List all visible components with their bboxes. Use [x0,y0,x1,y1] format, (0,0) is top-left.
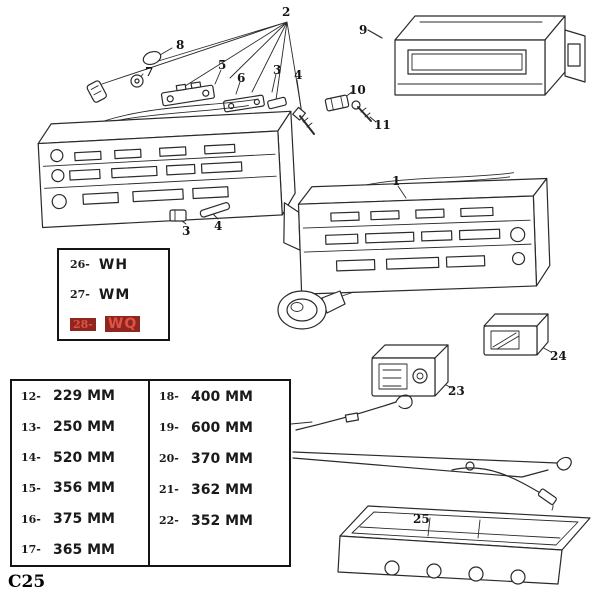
measure-number: 12- [21,389,41,403]
measure-number: 22- [159,514,179,527]
callout-9: 9 [359,23,368,37]
cable-a-drawing [290,394,413,431]
measure-row: 14- 520 MM [12,442,148,473]
measure-number: 13- [21,420,41,434]
code-value-highlighted: WQ [104,316,141,333]
measure-row: 20- 370 MM [150,443,289,474]
callout-3-mid: 3 [182,224,191,238]
clip-part-drawing [86,80,107,103]
measure-value: 370 MM [191,450,253,467]
measure-value: 365 MM [53,541,115,558]
measure-row: 13- 250 MM [12,412,148,443]
cable-c-drawing [451,467,557,511]
callout-1: 1 [392,174,401,188]
code-number-highlighted: 28- [70,317,96,331]
code-number: 26- [70,258,90,272]
measure-number: 17- [21,543,41,557]
measure-value: 250 MM [53,419,115,435]
measure-row: 16- 375 MM [12,504,148,535]
measure-row: 12- 229 MM [12,381,148,412]
callout-6: 6 [237,71,246,85]
switch-24-drawing [483,313,552,356]
console-bezel-9-drawing [367,15,586,96]
leader-1 [397,185,407,199]
measure-row: 15- 356 MM [12,473,148,504]
callout-3-top: 3 [273,63,282,77]
color-code-table: 26- WH 27- WM 28- WQ [57,248,170,341]
measure-value: 600 MM [191,419,253,436]
measure-number: 16- [21,512,41,526]
cable-b-drawing [292,451,572,478]
code-value: WH [98,256,129,273]
code-row-highlighted: 28- WQ [59,309,168,339]
callout-25: 25 [413,512,430,526]
measure-value: 375 MM [53,511,115,528]
measure-number: 21- [159,483,179,496]
clip-3-top-drawing [267,96,287,110]
code-number: 27- [70,288,90,301]
small-fastener-parts [86,50,315,135]
callout-10: 10 [349,83,366,97]
callout-23: 23 [448,384,465,398]
callout-4-top: 4 [294,68,303,82]
heater-panel-left-drawing [37,98,296,229]
code-value: WM [98,286,131,303]
callout-11: 11 [374,118,391,132]
pin-4-mid-drawing [199,202,231,220]
code-row: 27- WM [59,280,168,310]
clip-10-drawing [324,91,353,112]
measure-number: 15- [21,481,41,495]
measure-value: 229 MM [53,388,115,405]
bracket-6-drawing [222,94,265,113]
screw-11-drawing [351,100,377,123]
screw-4-top-drawing [292,106,315,135]
measure-value: 520 MM [53,449,115,466]
measure-row: 17- 365 MM [12,534,148,565]
switch-23-drawing [371,344,453,397]
measure-value: 352 MM [191,512,253,529]
measurements-table: 12- 229 MM 13- 250 MM 14- 520 MM 15- 356… [10,379,291,567]
measure-row: 22- 352 MM [150,505,289,536]
measurements-right-column: 18- 400 MM 19- 600 MM 20- 370 MM 21- 362… [150,381,289,565]
measure-row: 18- 400 MM [150,381,289,412]
callout-7: 7 [145,65,154,79]
bracket-5-drawing [160,81,215,107]
measure-value: 400 MM [191,388,253,405]
measure-value: 356 MM [53,480,115,497]
heater-panel-right-drawing [283,172,551,295]
measure-number: 19- [159,421,179,434]
measure-value: 362 MM [191,481,253,498]
measure-number: 18- [159,390,179,403]
measurements-left-column: 12- 229 MM 13- 250 MM 14- 520 MM 15- 356… [12,381,150,565]
clip-3-mid-drawing [169,209,187,225]
callout-24: 24 [550,349,567,363]
callout-4-mid: 4 [214,219,223,233]
code-row: 26- WH [59,250,168,280]
page-code: C25 [8,572,46,592]
tray-25-drawing [337,505,591,585]
callout-5: 5 [218,58,227,72]
measure-row: 21- 362 MM [150,474,289,505]
knob-connector-drawing [277,290,355,330]
measure-number: 14- [21,451,41,465]
measure-row: 19- 600 MM [150,412,289,443]
callout-2: 2 [282,5,291,19]
measure-number: 20- [159,452,179,465]
callout-8: 8 [176,38,185,52]
